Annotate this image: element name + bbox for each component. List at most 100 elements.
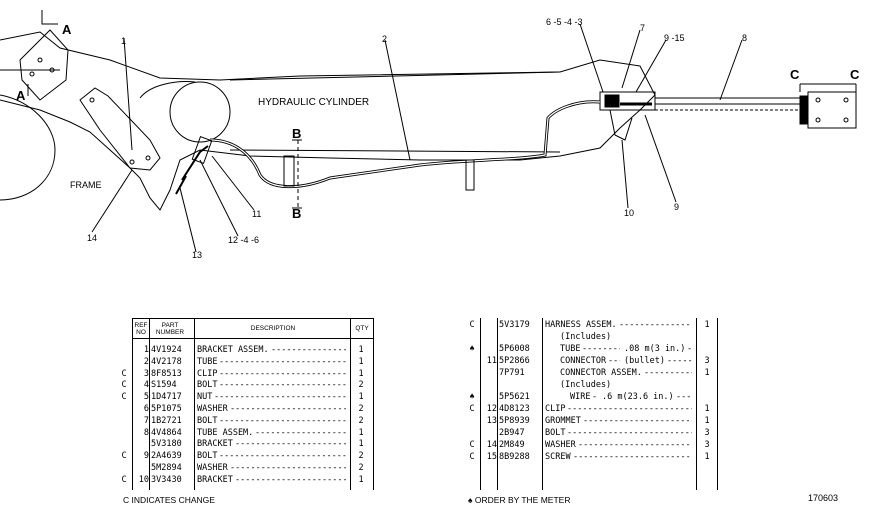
meter-footnote: ♠ ORDER BY THE METER <box>468 495 570 505</box>
right-change-mark: C <box>469 440 475 450</box>
right-part-number: 7P791 <box>499 368 525 378</box>
leader-6543 <box>579 23 604 93</box>
left-part-number: 1D4717 <box>151 392 182 403</box>
left-part-number: 4V4864 <box>151 427 182 438</box>
left-row: C92A4639BOLT----------------------------… <box>118 451 374 462</box>
left-header-ref: REF NO <box>134 322 148 336</box>
right-row: 135P8939GROMMET-------------------------… <box>466 416 718 427</box>
left-qty: 1 <box>358 345 364 355</box>
leader-14 <box>91 169 133 233</box>
left-dot-leader: ----------------------------------------… <box>219 380 346 391</box>
right-ref-no: 15 <box>486 452 497 462</box>
right-part-number: 5P2866 <box>499 356 530 366</box>
left-change-mark: C <box>121 368 127 379</box>
dot-leader: ---------------------------------------- <box>667 356 692 366</box>
left-description: BRACKET <box>197 474 233 485</box>
right-qty: 1 <box>704 416 710 426</box>
right-description: HARNESS ASSEM. <box>545 320 617 330</box>
right-dot-leader: ----------------------------------------… <box>592 392 598 402</box>
left-header-part: PART NUMBER <box>155 322 185 336</box>
end-bracket <box>807 91 857 129</box>
right-dot-leader: ----------------------------------------… <box>582 344 620 354</box>
callout-7: 7 <box>640 23 646 33</box>
left-dot-leader: ----------------------------------------… <box>214 392 346 403</box>
assembly-drawing <box>0 10 857 253</box>
left-qty: 2 <box>358 415 364 426</box>
right-row: ♠5P5621WIRE-----------------------------… <box>466 392 718 403</box>
right-ref-no: 11 <box>486 356 497 366</box>
leader-7 <box>621 29 641 89</box>
left-change-mark: C <box>121 451 127 462</box>
right-row: C124D8123CLIP---------------------------… <box>466 404 718 415</box>
left-ref-no: 9 <box>143 451 149 462</box>
section-a-cut <box>41 10 58 25</box>
right-part-number: 5P5621 <box>499 392 530 402</box>
leader-12 <box>199 159 239 237</box>
left-part-number: 4V2178 <box>151 356 182 367</box>
right-qty: 3 <box>704 428 710 438</box>
left-row: 65P1075WASHER---------------------------… <box>118 404 374 415</box>
left-dot-leader: ----------------------------------------… <box>219 356 346 367</box>
left-dot-leader: ----------------------------------------… <box>235 439 346 450</box>
left-qty: 1 <box>358 474 364 485</box>
right-description: (Includes) <box>560 332 612 342</box>
frame-label: FRAME <box>70 180 102 190</box>
section-c-right-label: C <box>850 67 860 82</box>
callout-6-5-4-3: 6 -5 -4 -3 <box>546 17 583 27</box>
left-dot-leader: ----------------------------------------… <box>271 345 346 355</box>
left-part-number: 5M2894 <box>151 463 182 473</box>
leader-2 <box>384 39 411 161</box>
left-ref-no: 5 <box>143 392 149 403</box>
right-description: CONNECTOR <box>560 356 607 366</box>
left-part-number: S1594 <box>151 380 177 391</box>
left-row: C103V3430BRACKET------------------------… <box>118 475 374 486</box>
left-ref-no: 3 <box>143 368 149 379</box>
left-description: TUBE <box>197 356 218 367</box>
right-part-number: 2B947 <box>499 428 525 438</box>
right-qty: 1 <box>704 452 710 462</box>
leader-10 <box>621 139 629 209</box>
left-qty: 2 <box>358 463 364 473</box>
left-ref-no: 4 <box>143 380 149 391</box>
left-qty: 2 <box>358 380 364 391</box>
left-change-mark: C <box>121 380 127 391</box>
left-qty: 1 <box>358 439 364 450</box>
right-qty: 3 <box>704 440 710 450</box>
left-part-number: 4V1924 <box>151 345 182 355</box>
section-b-top-label: B <box>292 126 302 141</box>
right-qty: 3 <box>704 356 710 366</box>
right-description: (Includes) <box>560 380 612 390</box>
left-row: C4S1594BOLT-----------------------------… <box>118 380 374 391</box>
left-row: 5M2894WASHER----------------------------… <box>118 463 374 474</box>
right-ref-no: 14 <box>486 440 497 450</box>
left-description: NUT <box>197 392 213 403</box>
right-description: WIRE <box>570 392 591 402</box>
right-description-extra: .08 m(3 in.) <box>624 344 686 354</box>
right-description: TUBE <box>560 344 581 354</box>
leader-9 <box>644 114 677 203</box>
left-change-mark: C <box>121 474 127 485</box>
left-dot-leader: ----------------------------------------… <box>230 463 346 473</box>
left-description: WASHER <box>197 404 228 414</box>
right-row: C158B9288SCREW--------------------------… <box>466 452 718 463</box>
left-part-number: 5V3180 <box>151 439 182 450</box>
left-ref-no: 2 <box>143 356 149 367</box>
wire-connector <box>181 145 209 181</box>
leader-11 <box>211 155 255 211</box>
right-description-extra: .6 m(23.6 in.) <box>602 392 674 402</box>
right-row: ♠5P6008TUBE-----------------------------… <box>466 344 718 355</box>
left-change-mark: C <box>121 392 127 403</box>
right-dot-leader: ----------------------------------------… <box>583 416 692 426</box>
left-row: 5V3180BRACKET---------------------------… <box>118 439 374 450</box>
leader-8 <box>719 39 743 101</box>
right-dot-leader: ----------------------------------------… <box>644 368 692 378</box>
left-qty: 1 <box>358 392 364 403</box>
cylinder-eye <box>139 81 196 99</box>
left-part-number: 8F8513 <box>151 368 182 379</box>
leader-9-15 <box>635 39 667 93</box>
tube-2 <box>209 100 601 189</box>
